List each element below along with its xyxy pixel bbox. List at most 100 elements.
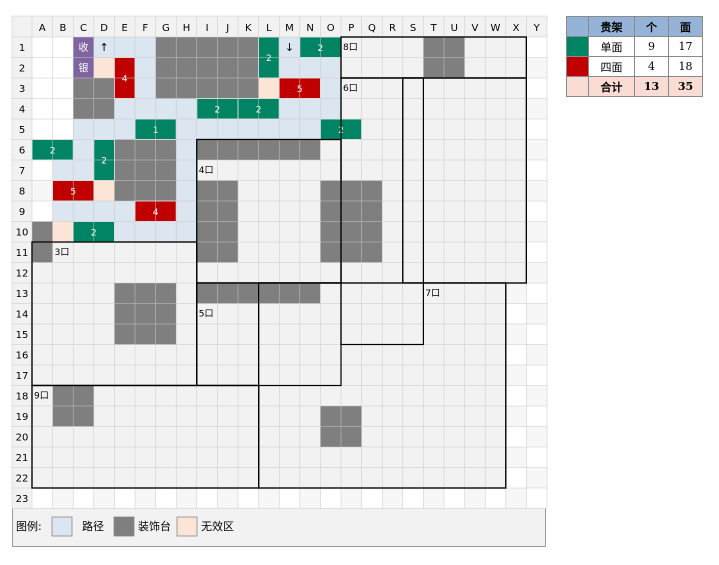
shelf-label: 2 bbox=[266, 54, 272, 64]
column-header: N bbox=[306, 23, 313, 34]
summary-four-name: 四面 bbox=[588, 56, 635, 77]
row-header: 3 bbox=[19, 84, 25, 95]
grid-cell-shade bbox=[526, 344, 547, 365]
legend-path-label: 路径 bbox=[82, 520, 104, 533]
grid-cell-shade bbox=[299, 488, 321, 509]
invalid-zone bbox=[258, 78, 280, 99]
column-header: V bbox=[471, 23, 478, 34]
grid-cell-shade bbox=[505, 283, 527, 304]
row-header: 14 bbox=[16, 310, 29, 321]
region-label: 7口 bbox=[425, 289, 440, 299]
grid-cell-shade bbox=[526, 385, 547, 406]
grid-cell-shade bbox=[135, 488, 156, 509]
row-header: 20 bbox=[16, 433, 29, 444]
row-header: 2 bbox=[19, 64, 25, 75]
summary-single-count: 9 bbox=[634, 36, 669, 57]
grid-cell-shade bbox=[505, 447, 527, 468]
column-header: Y bbox=[533, 23, 541, 34]
grid-cell-shade bbox=[505, 488, 527, 509]
column-header: F bbox=[142, 23, 148, 34]
grid-cell-shade bbox=[52, 488, 74, 509]
legend-invalid-label: 无效区 bbox=[201, 519, 234, 533]
grid-cell-shade bbox=[423, 488, 444, 509]
row-header: 19 bbox=[16, 412, 29, 423]
region-label: 3口 bbox=[55, 248, 70, 258]
column-header: O bbox=[327, 23, 335, 34]
legend-decor-label: 装饰台 bbox=[138, 519, 171, 533]
region-label: 9口 bbox=[34, 392, 49, 402]
column-header: H bbox=[183, 23, 191, 34]
summary-total-count: 13 bbox=[634, 76, 669, 97]
four-shelf-swatch bbox=[566, 56, 589, 77]
row-header: 17 bbox=[16, 371, 29, 382]
row-header: 23 bbox=[16, 494, 29, 505]
up-arrow-icon: ↑ bbox=[99, 41, 108, 54]
summary-row-four: 四面 4 18 bbox=[566, 56, 703, 77]
legend-path-swatch bbox=[51, 516, 73, 537]
summary-four-count: 4 bbox=[634, 56, 669, 77]
blank-corner bbox=[32, 78, 53, 140]
summary-four-faces: 18 bbox=[668, 56, 703, 77]
column-header: T bbox=[430, 23, 438, 34]
column-header: M bbox=[285, 23, 294, 34]
grid-cell-shade bbox=[526, 57, 547, 78]
column-header: U bbox=[451, 23, 458, 34]
down-arrow-icon: ↓ bbox=[285, 41, 294, 54]
row-header: 8 bbox=[19, 187, 25, 198]
single-shelf-swatch bbox=[566, 36, 589, 57]
summary-row-single: 单面 9 17 bbox=[566, 36, 703, 57]
column-header: C bbox=[80, 23, 87, 34]
grid-cell-shade bbox=[93, 488, 115, 509]
row-header: 1 bbox=[19, 43, 25, 54]
column-header: E bbox=[122, 23, 128, 34]
shelf-label: 2 bbox=[101, 157, 107, 167]
grid-cell-shade bbox=[526, 426, 547, 447]
column-header: Q bbox=[368, 23, 376, 34]
column-header: S bbox=[410, 23, 416, 34]
cashier-label: 银 bbox=[79, 62, 89, 75]
column-header: J bbox=[225, 23, 229, 34]
column-header: X bbox=[513, 23, 520, 34]
shelf-summary-table: 贵架 个 面 单面 9 17 四面 4 18 合计 13 35 bbox=[566, 16, 703, 97]
summary-total-name: 合计 bbox=[588, 76, 635, 97]
grid-cell-shade bbox=[526, 303, 547, 324]
grid-cell-shade bbox=[217, 488, 238, 509]
summary-header-faces: 面 bbox=[668, 16, 703, 37]
column-header: I bbox=[206, 23, 209, 34]
grid-cell-shade bbox=[176, 488, 197, 509]
region-label: 6口 bbox=[343, 84, 358, 94]
row-header: 5 bbox=[19, 125, 25, 136]
row-header: 16 bbox=[16, 351, 29, 362]
grid-cell-shade bbox=[526, 180, 547, 201]
grid-cell-shade bbox=[382, 488, 403, 509]
summary-total-swatch bbox=[566, 76, 589, 97]
blank-corner bbox=[52, 78, 74, 140]
row-header: 13 bbox=[16, 289, 29, 300]
summary-single-faces: 17 bbox=[668, 36, 703, 57]
summary-header-type: 贵架 bbox=[588, 16, 635, 37]
legend-title: 图例: bbox=[16, 519, 42, 533]
grid-cell-shade bbox=[526, 139, 547, 160]
column-header: W bbox=[491, 23, 501, 34]
row-header: 12 bbox=[16, 269, 29, 280]
decor-table bbox=[114, 283, 177, 345]
region-label: 5口 bbox=[199, 310, 214, 320]
column-header: L bbox=[266, 23, 272, 34]
column-header: P bbox=[348, 23, 354, 34]
grid-cell-shade bbox=[526, 221, 547, 242]
invalid-zone bbox=[93, 57, 115, 78]
region-label: 8口 bbox=[343, 43, 358, 53]
column-header: D bbox=[100, 23, 108, 34]
grid-cell-shade bbox=[526, 262, 547, 283]
decor-table bbox=[114, 139, 177, 201]
grid-cell-shade bbox=[505, 324, 527, 345]
grid-cell-shade bbox=[526, 467, 547, 488]
legend-decor-swatch bbox=[113, 516, 135, 537]
column-header: K bbox=[245, 23, 252, 34]
column-header: A bbox=[39, 23, 46, 34]
invalid-zone bbox=[93, 180, 115, 201]
row-header: 21 bbox=[16, 453, 29, 464]
grid-cell-shade bbox=[526, 98, 547, 119]
summary-header-blank bbox=[566, 16, 589, 37]
